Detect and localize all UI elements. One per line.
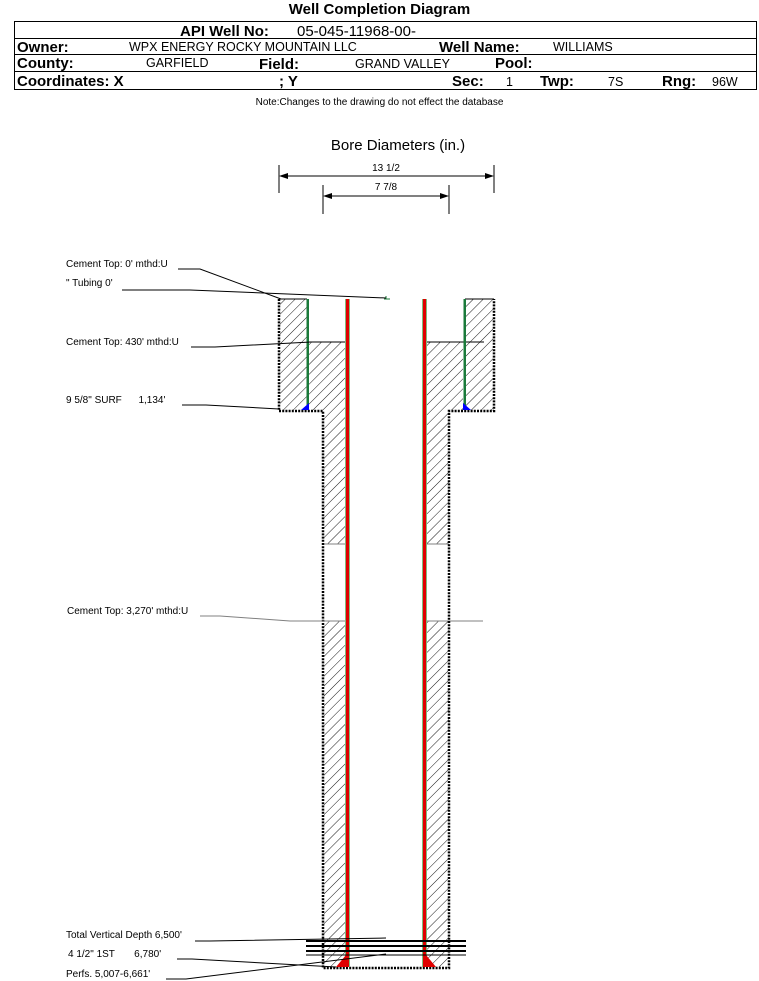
arrow-left-icon — [279, 173, 288, 179]
coords-y-label: ; Y — [279, 73, 298, 90]
production-casing-right — [423, 299, 426, 967]
perforations — [306, 940, 466, 952]
cement-prod-upper-right — [426, 410, 449, 544]
cement-top-3270-label: Cement Top: 3,270' mthd:U — [67, 606, 188, 617]
well-name-label: Well Name: — [439, 39, 520, 56]
cement-prod-lower-right — [426, 621, 449, 967]
owner-row: Owner: WPX ENERGY ROCKY MOUNTAIN LLC Wel… — [15, 38, 756, 56]
surface-shoe-right-icon — [463, 403, 471, 410]
production-casing-left — [346, 299, 349, 967]
cement-regions — [280, 299, 493, 967]
twp-label: Twp: — [540, 73, 574, 90]
well-header-table: API Well No: 05-045-11968-00- Owner: WPX… — [14, 21, 757, 90]
leader-line — [182, 404, 280, 410]
owner-value: WPX ENERGY ROCKY MOUNTAIN LLC — [129, 40, 357, 54]
leader-line — [200, 615, 324, 622]
production-casing-label: 4 1/2" 1ST 6,780' — [68, 949, 161, 960]
cement-prod-upper-left-wide — [309, 342, 346, 410]
pool-label: Pool: — [495, 55, 533, 72]
perfs-label: Perfs. 5,007-6,661' — [66, 969, 150, 980]
field-value: GRAND VALLEY — [355, 57, 450, 71]
surface-casing-label: 9 5/8" SURF 1,134' — [66, 395, 165, 406]
tubing-label: " Tubing 0' — [66, 278, 113, 289]
prod-shoe-left-icon — [336, 955, 346, 967]
surface-casing-left — [306, 299, 309, 410]
sec-label: Sec: — [452, 73, 484, 90]
county-value: GARFIELD — [146, 56, 209, 70]
coords-x-label: Coordinates: X — [17, 73, 124, 90]
bore-diameters-title: Bore Diameters (in.) — [331, 137, 465, 154]
tvd-label: Total Vertical Depth 6,500' — [66, 930, 182, 941]
inner-diameter-dimension: 7 7/8 — [322, 182, 450, 214]
county-row: County: GARFIELD Field: GRAND VALLEY Poo… — [15, 54, 756, 73]
owner-label: Owner: — [17, 39, 69, 56]
arrow-left-icon — [323, 193, 332, 199]
well-name-value: WILLIAMS — [553, 40, 613, 54]
county-label: County: — [17, 55, 74, 72]
cement-top-0-label: Cement Top: 0' mthd:U — [66, 259, 168, 270]
rng-value: 96W — [712, 75, 738, 89]
inner-diameter-label: 7 7/8 — [375, 182, 398, 193]
leader-line — [122, 289, 387, 299]
cement-prod-upper-right-wide — [426, 342, 463, 410]
leader-line — [166, 953, 387, 980]
annotations: Cement Top: 0' mthd:U " Tubing 0' Cement… — [66, 259, 387, 980]
outer-diameter-label: 13 1/2 — [372, 163, 400, 174]
outer-diameter-dimension: 13 1/2 — [278, 163, 495, 193]
cement-top-430-label: Cement Top: 430' mthd:U — [66, 337, 179, 348]
leader-line — [178, 268, 282, 300]
cement-prod-upper-left — [324, 410, 346, 544]
field-label: Field: — [259, 56, 299, 73]
borehole-outline — [277, 299, 496, 970]
diagram-title: Well Completion Diagram — [288, 1, 471, 18]
coordinates-row: Coordinates: X ; Y Sec: 1 Twp: 7S Rng: 9… — [15, 71, 756, 90]
cement-surface-left — [280, 299, 307, 410]
rng-label: Rng: — [662, 73, 697, 90]
arrow-right-icon — [440, 193, 449, 199]
api-label: API Well No: — [180, 23, 269, 40]
cement-surface-right — [465, 299, 493, 410]
leader-line — [195, 937, 387, 942]
api-value: 05-045-11968-00- — [297, 23, 416, 40]
arrow-right-icon — [485, 173, 494, 179]
leader-line — [177, 958, 337, 968]
database-note: Note:Changes to the drawing do not effec… — [255, 97, 504, 108]
twp-value: 7S — [608, 75, 624, 89]
surface-shoe-left-icon — [301, 403, 309, 410]
sec-value: 1 — [506, 75, 513, 89]
leader-line — [191, 341, 312, 348]
surface-casing-right — [463, 299, 466, 410]
prod-shoe-right-icon — [426, 955, 436, 967]
cement-prod-lower-left — [324, 621, 346, 967]
